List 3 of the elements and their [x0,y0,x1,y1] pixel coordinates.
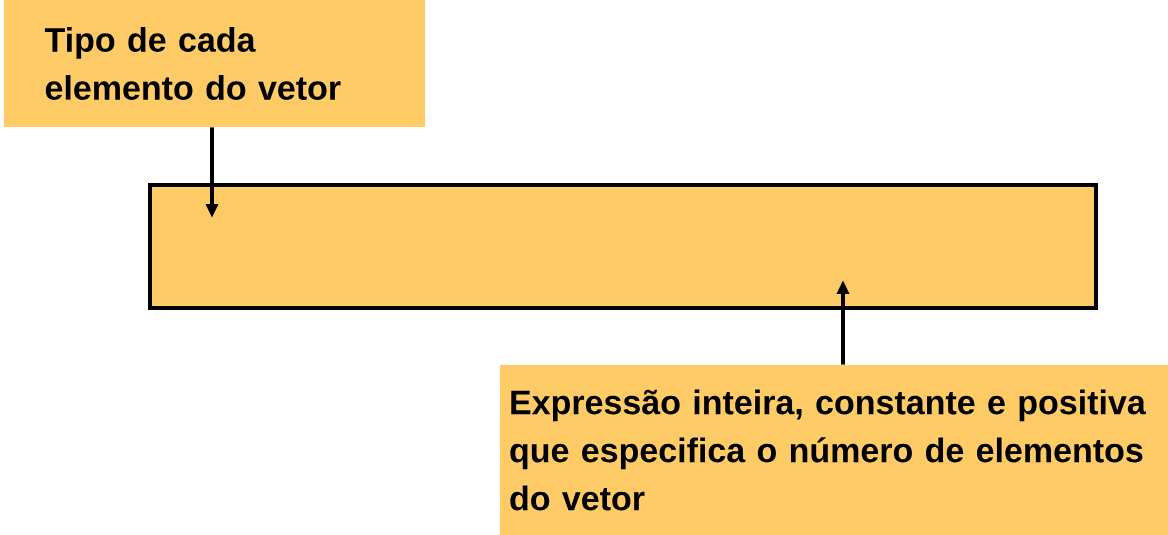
callout-box: Tipo de cada elemento do vetor [4,0,425,127]
array-box [148,183,1098,310]
callout-box: Expressão inteira, constante e positiva que especifica o número de elementos do vetor [500,365,1168,535]
